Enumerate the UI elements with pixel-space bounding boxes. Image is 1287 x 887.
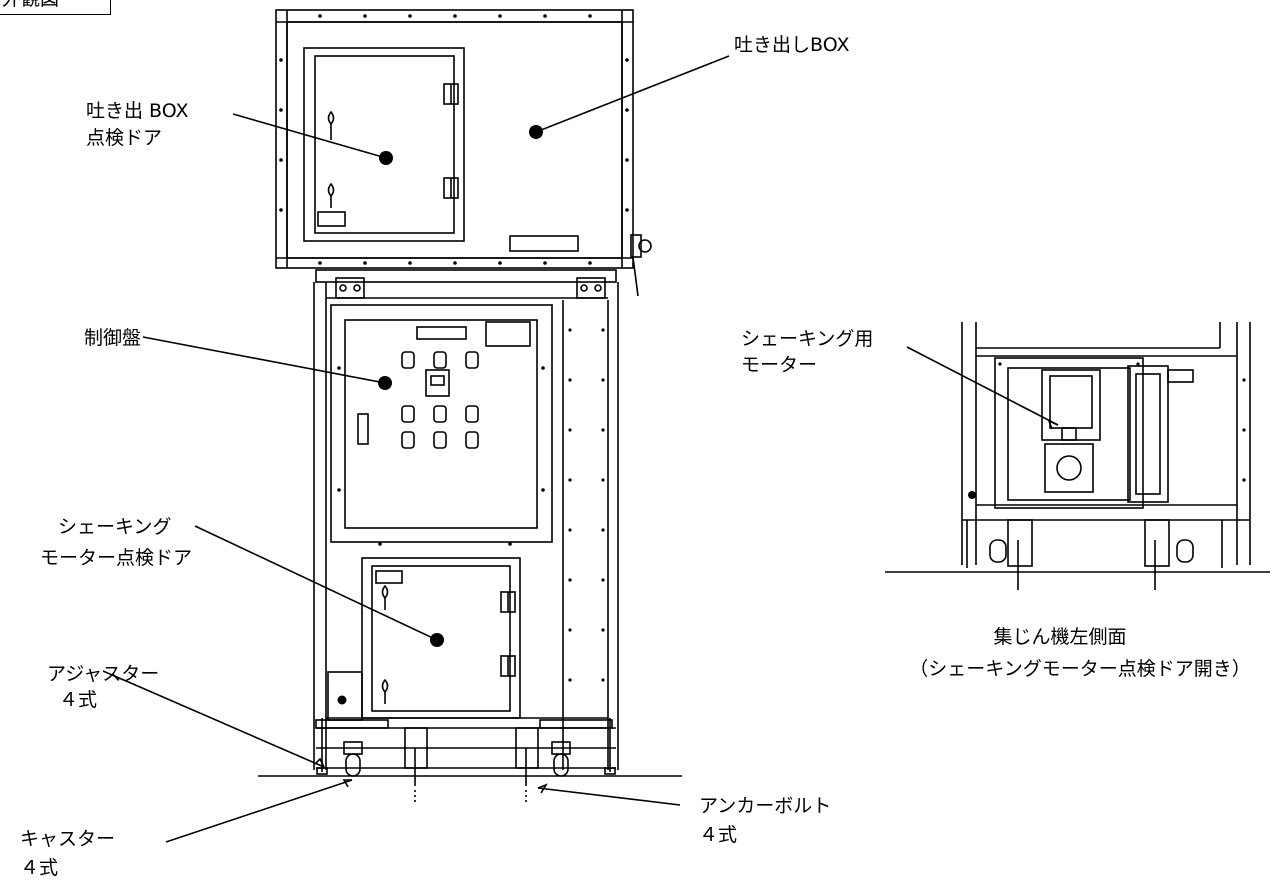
corner-title: 外観図 bbox=[2, 0, 59, 11]
label-discharge-door-line2: 点検ドア bbox=[86, 127, 163, 149]
label-discharge-box: 吐き出しBOX bbox=[734, 34, 850, 56]
label-adjuster-line1: アジャスター bbox=[47, 663, 160, 685]
label-caster-line1: キャスター bbox=[20, 828, 116, 850]
side-view-caption-line2: （シェーキングモーター点検ドア開き） bbox=[909, 658, 1251, 680]
label-shaking-motor-line2: モーター bbox=[741, 354, 818, 376]
target-dots bbox=[378, 125, 543, 647]
corner-title-box: 外観図 bbox=[0, 0, 111, 15]
label-anchor-bolt-line2: ４式 bbox=[699, 824, 738, 846]
label-adjuster-line2: ４式 bbox=[59, 689, 98, 711]
main-body bbox=[258, 269, 682, 802]
discharge-box bbox=[275, 9, 652, 297]
label-shaking-door-line2: モーター点検ドア bbox=[40, 547, 193, 569]
side-view-caption-line1: 集じん機左側面 bbox=[993, 626, 1127, 648]
label-control-panel: 制御盤 bbox=[84, 327, 142, 349]
label-shaking-door-line1: シェーキング bbox=[58, 516, 172, 538]
label-shaking-motor-line1: シェーキング用 bbox=[741, 328, 874, 350]
label-anchor-bolt-line1: アンカーボルト bbox=[699, 795, 832, 817]
label-caster-line2: ４式 bbox=[20, 857, 59, 879]
side-view-drawing bbox=[885, 322, 1270, 590]
leader-lines bbox=[102, 55, 1059, 843]
label-discharge-door-line1: 吐き出 BOX bbox=[86, 100, 189, 122]
